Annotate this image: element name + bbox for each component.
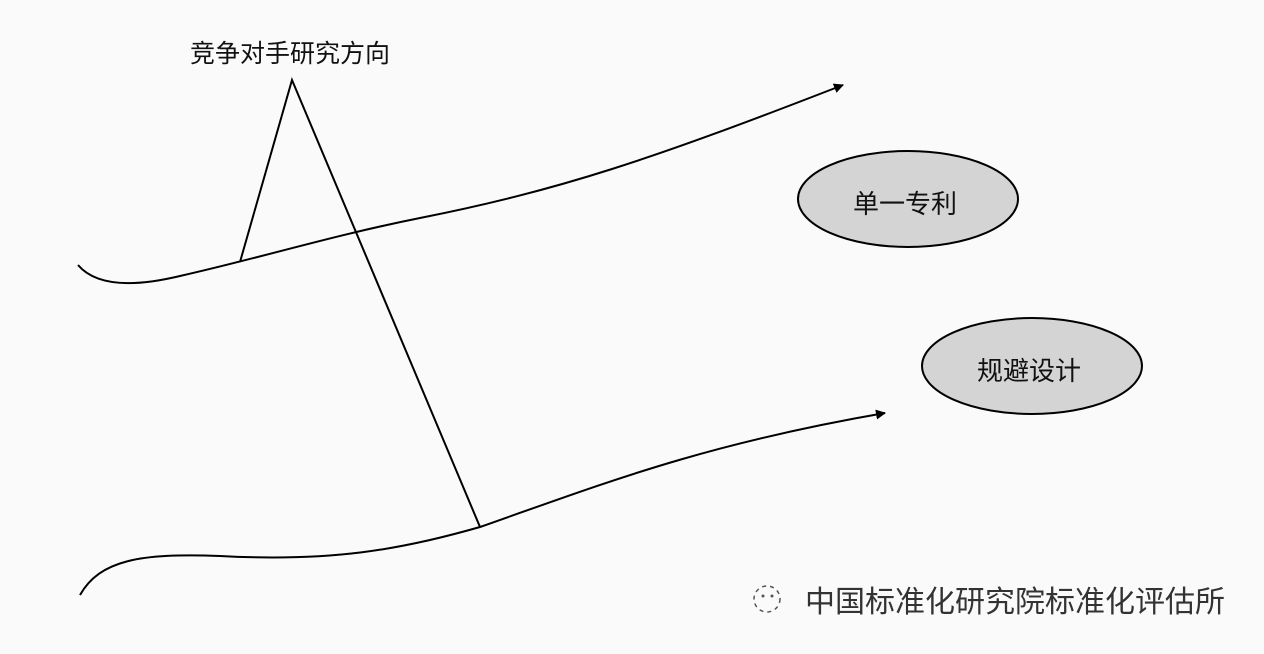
design-around-node xyxy=(921,317,1143,415)
design-around-label: 规避设计 xyxy=(977,357,1082,387)
upper-trend-arrow xyxy=(77,83,844,285)
single-patent-label: 单一专利 xyxy=(853,190,958,220)
competitor-direction-lines xyxy=(239,76,481,528)
competitor-research-label: 竞争对手研究方向 xyxy=(190,39,391,68)
wechat-icon xyxy=(753,585,781,613)
lower-trend-arrow xyxy=(79,409,886,596)
single-patent-node xyxy=(797,150,1019,248)
watermark-text: 中国标准化研究院标准化评估所 xyxy=(805,585,1225,620)
watermark: 中国标准化研究院标准化评估所 xyxy=(745,577,1225,621)
